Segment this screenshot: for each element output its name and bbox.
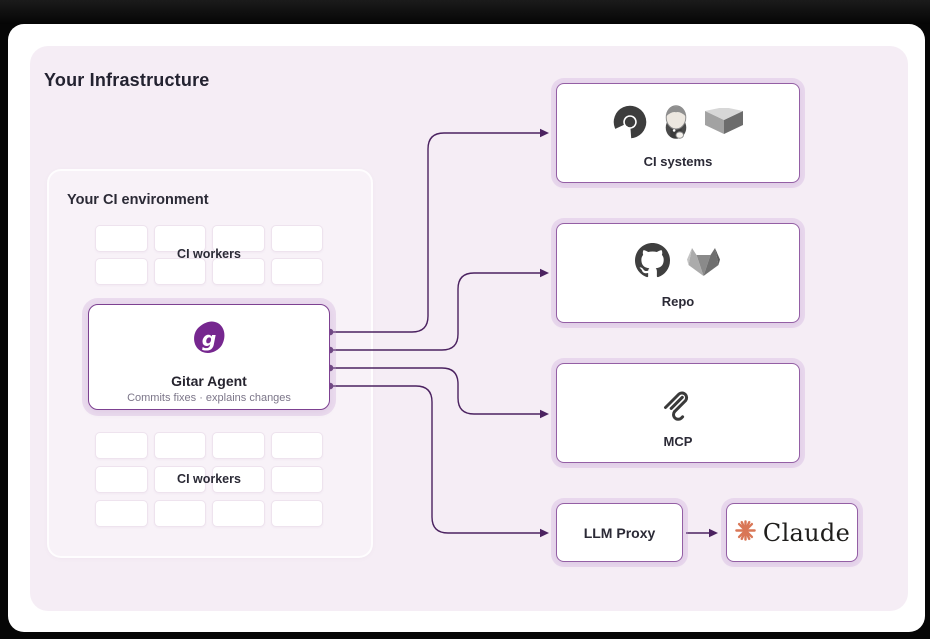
gitar-agent-subtitle: Commits fixes · explains changes xyxy=(127,392,291,404)
ci-worker-cell xyxy=(95,432,148,460)
repo-box: Repo xyxy=(556,223,800,323)
ci-systems-label: CI systems xyxy=(643,154,713,169)
svg-text:g: g xyxy=(202,327,217,351)
ci-worker-cell xyxy=(270,499,323,527)
ci-systems-icons xyxy=(613,103,743,146)
page-title: Your Infrastructure xyxy=(44,70,210,90)
jenkins-icon xyxy=(662,103,690,146)
claude-label: Claude xyxy=(762,518,851,547)
ci-worker-cell xyxy=(153,225,206,252)
ci-worker-cell xyxy=(212,432,265,460)
claude-sunburst-icon xyxy=(734,519,757,547)
repo-label: Repo xyxy=(661,294,695,309)
ci-worker-cell xyxy=(95,465,148,494)
ci-worker-cell xyxy=(270,225,323,252)
ci-worker-cell xyxy=(95,258,148,285)
circleci-icon xyxy=(613,105,647,144)
ci-workers-grid-bottom xyxy=(95,432,323,527)
ci-worker-cell xyxy=(212,499,265,527)
ci-worker-cell xyxy=(212,225,265,252)
llm-proxy-box: LLM Proxy xyxy=(556,503,683,562)
ci-worker-cell xyxy=(153,258,206,285)
ci-worker-cell xyxy=(95,225,148,252)
mcp-icons xyxy=(658,383,698,428)
gitar-agent-box: g Gitar Agent Commits fixes · explains c… xyxy=(88,304,330,410)
gitar-agent-name: Gitar Agent xyxy=(171,373,247,389)
ci-worker-cell xyxy=(212,258,265,285)
claude-box: Claude xyxy=(726,503,858,562)
ci-worker-cell xyxy=(153,465,206,494)
ci-worker-cell xyxy=(212,465,265,494)
ci-workers-grid-top xyxy=(95,225,323,285)
gitlab-icon xyxy=(685,244,722,283)
ci-workers-label-top: CI workers xyxy=(177,247,241,261)
ci-worker-cell xyxy=(153,432,206,460)
ci-worker-cell xyxy=(270,465,323,494)
llm-proxy-label: LLM Proxy xyxy=(583,524,656,541)
gitar-logo-icon: g xyxy=(190,320,228,362)
repo-icons xyxy=(634,243,722,283)
mcp-box: MCP xyxy=(556,363,800,463)
top-black-bar xyxy=(0,0,930,24)
github-icon xyxy=(634,243,670,283)
ci-worker-cell xyxy=(95,499,148,527)
mcp-icon xyxy=(658,383,698,428)
ci-worker-cell xyxy=(153,499,206,527)
ci-worker-cell xyxy=(270,432,323,460)
ci-worker-cell xyxy=(270,258,323,285)
ci-environment-title: Your CI environment xyxy=(67,192,209,208)
ci-systems-box: CI systems xyxy=(556,83,800,183)
buildkite-icon xyxy=(705,107,743,141)
ci-workers-label-bottom: CI workers xyxy=(177,472,241,486)
mcp-label: MCP xyxy=(663,434,693,449)
